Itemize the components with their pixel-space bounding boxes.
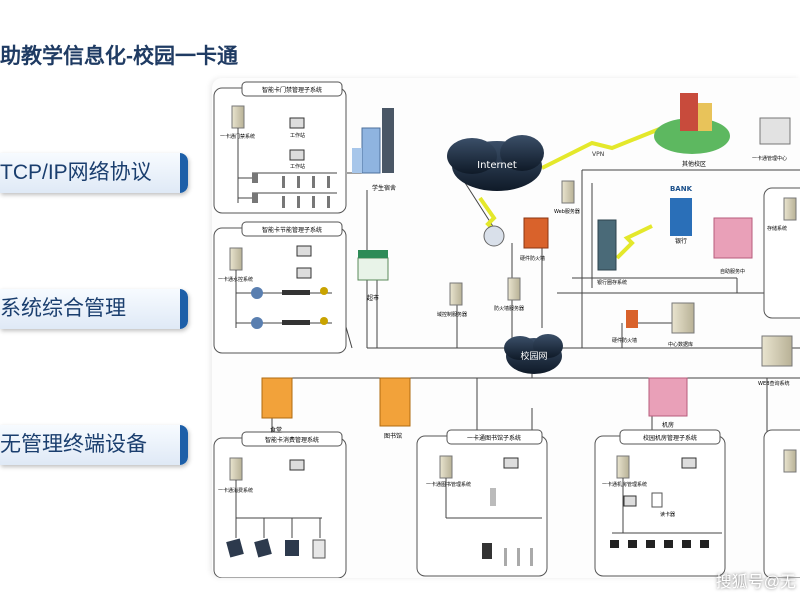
vpn-link (541, 126, 663, 170)
side-tab-management[interactable]: 系统综合管理 (0, 289, 188, 329)
panel-consume: 智能卡消费管理系统 一卡通消费系统 (213, 431, 347, 578)
svg-text:超市: 超市 (367, 294, 379, 302)
firewall-server-icon (507, 277, 521, 301)
svg-text:一卡通管理中心: 一卡通管理中心 (752, 155, 787, 162)
watermark: 搜狐号@无 (715, 574, 796, 591)
svg-text:防火墙服务器: 防火墙服务器 (494, 305, 524, 312)
svg-text:BANK: BANK (670, 185, 693, 193)
svg-text:机房: 机房 (662, 421, 674, 429)
side-tab-accent (180, 289, 188, 329)
svg-text:食堂: 食堂 (270, 426, 282, 434)
svg-text:一卡通机房管理系统: 一卡通机房管理系统 (602, 481, 647, 488)
atm-icon (597, 219, 617, 271)
side-tab-label: 系统综合管理 (0, 297, 126, 320)
firewall-small-icon (626, 310, 638, 328)
computer-room-icon (648, 377, 688, 417)
library-icon (379, 377, 411, 427)
panel-right-top (763, 187, 800, 319)
panel-library: 一卡通图书馆子系统 一卡通图书管理系统 (416, 429, 548, 577)
svg-text:存储系统: 存储系统 (767, 225, 787, 232)
self-service-icon (713, 217, 753, 259)
panel-title-water: 智能卡节能管理子系统 (262, 226, 322, 234)
side-tab-label: 无管理终端设备 (0, 433, 147, 456)
query-server-icon (761, 335, 793, 367)
svg-text:学生宿舍: 学生宿舍 (372, 184, 396, 192)
svg-text:银行圈存系统: 银行圈存系统 (597, 279, 627, 286)
svg-text:硬件防火墙: 硬件防火墙 (612, 337, 637, 344)
svg-text:银行: 银行 (675, 237, 687, 245)
side-tab-terminals[interactable]: 无管理终端设备 (0, 425, 188, 465)
panel-door: 智能卡门禁管理子系统 一卡通门禁系统 工作站 工作站 (213, 81, 347, 214)
svg-text:自助服务中: 自助服务中 (720, 268, 745, 275)
campus-net-cloud: 校园网 (504, 334, 563, 374)
firewall-icon (523, 217, 549, 249)
svg-text:Internet: Internet (477, 160, 517, 171)
domain-server-icon (449, 282, 463, 306)
svg-text:中心数据库: 中心数据库 (668, 341, 693, 348)
svg-text:Web服务器: Web服务器 (554, 208, 580, 215)
side-tab-label: TCP/IP网络协议 (0, 161, 152, 184)
panel-title-library: 一卡通图书馆子系统 (467, 434, 521, 442)
svg-text:工作站: 工作站 (290, 163, 305, 170)
side-tab-accent (180, 153, 188, 193)
page-title: 助教学信息化-校园一卡通 (0, 45, 238, 68)
panel-lab: 校园机房管理子系统 一卡通机房管理系统 读卡器 (594, 429, 726, 577)
svg-text:WEB查询系统: WEB查询系统 (758, 380, 790, 387)
svg-text:域控制服务器: 域控制服务器 (437, 311, 467, 318)
bank-icon: BANK (670, 185, 693, 236)
card-center-icon (759, 117, 791, 145)
network-diagram: 智能卡门禁管理子系统 一卡通门禁系统 工作站 工作站 智能卡节能管理子系统 一卡… (212, 78, 800, 578)
web-server-icon (561, 180, 575, 204)
svg-text:工作站: 工作站 (290, 132, 305, 139)
svg-text:读卡器: 读卡器 (660, 511, 675, 518)
svg-text:校园网: 校园网 (520, 350, 547, 362)
svg-text:硬件防火墙: 硬件防火墙 (520, 255, 545, 262)
internet-cloud: Internet (447, 135, 544, 191)
side-tab-tcpip[interactable]: TCP/IP网络协议 (0, 153, 188, 193)
other-campus-icon (654, 93, 730, 154)
svg-text:VPN: VPN (592, 151, 604, 158)
panel-title-consume: 智能卡消费管理系统 (265, 436, 319, 444)
svg-text:其他校区: 其他校区 (682, 160, 706, 168)
side-tab-accent (180, 425, 188, 465)
panel-title-lab: 校园机房管理子系统 (643, 434, 697, 442)
bank-link (615, 224, 653, 260)
panel-water: 智能卡节能管理子系统 一卡通水控系统 (213, 221, 347, 354)
supermarket-icon (357, 250, 389, 281)
panel-title-door: 智能卡门禁管理子系统 (262, 86, 322, 94)
data-center-icon (671, 302, 695, 334)
student-dorm-icon (352, 108, 394, 174)
svg-text:图书馆: 图书馆 (384, 432, 402, 440)
svg-text:一卡通图书管理系统: 一卡通图书管理系统 (426, 481, 471, 488)
router-icon (483, 225, 505, 247)
network-links (271, 169, 800, 433)
canteen-icon (261, 377, 293, 419)
